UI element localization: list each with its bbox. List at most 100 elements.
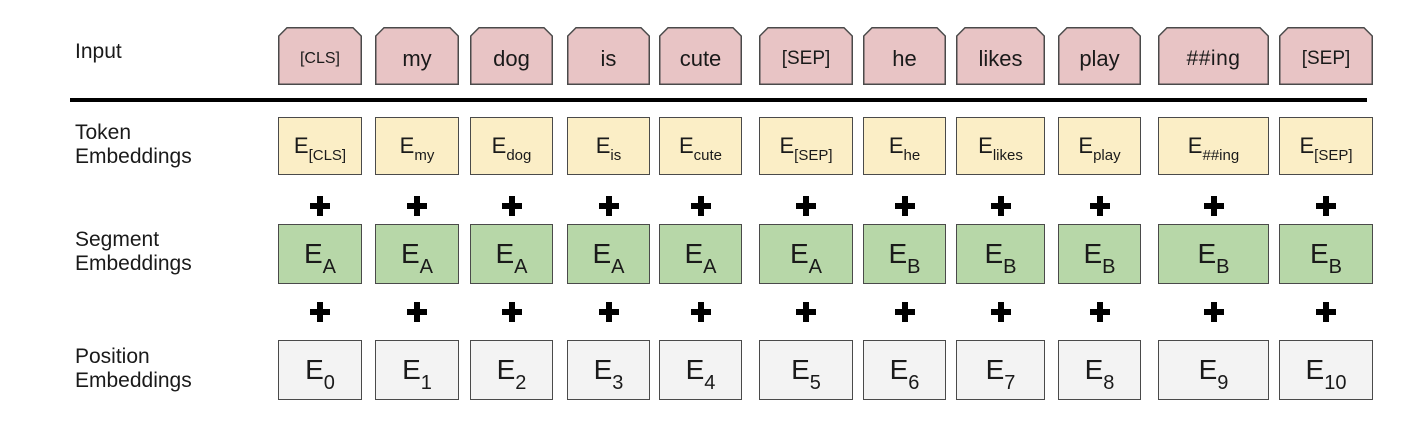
segment-embedding-box: EA bbox=[567, 224, 650, 284]
segment-embedding-label: EB bbox=[984, 238, 1016, 277]
token-embedding-base: E bbox=[888, 133, 904, 158]
input-token-shape bbox=[470, 27, 553, 85]
position-embedding-base: E bbox=[791, 354, 810, 385]
input-token-label: my bbox=[402, 46, 432, 71]
token-embedding-subscript: is bbox=[610, 147, 622, 164]
plus-icon bbox=[990, 302, 1011, 322]
plus-icon bbox=[894, 302, 915, 322]
segment-embedding-base: E bbox=[789, 238, 809, 269]
input-token-box: cute bbox=[659, 27, 742, 85]
position-embedding-label: E1 bbox=[402, 354, 432, 393]
token-embedding-box: Emy bbox=[375, 117, 459, 175]
input-divider-line bbox=[70, 98, 1367, 102]
segment-embedding-base: E bbox=[303, 238, 323, 269]
token-embedding-label: Eis bbox=[595, 133, 622, 163]
token-embedding-base: E bbox=[595, 133, 611, 158]
position-embedding-box: E3 bbox=[567, 340, 650, 400]
segment-embedding-label: EA bbox=[592, 238, 624, 277]
plus-icon bbox=[310, 302, 330, 322]
position-embedding-subscript: 3 bbox=[612, 372, 624, 394]
input-token-shape bbox=[375, 27, 459, 85]
token-embedding-base: E bbox=[678, 133, 694, 158]
input-token-shape bbox=[759, 27, 853, 85]
position-embedding-subscript: 1 bbox=[420, 372, 432, 394]
token-embedding-subscript: cute bbox=[693, 147, 723, 164]
plus-icon bbox=[1089, 196, 1110, 216]
position-embedding-base: E bbox=[985, 354, 1005, 385]
segment-embedding-label: EB bbox=[888, 238, 920, 277]
position-embedding-label: E7 bbox=[985, 354, 1016, 393]
input-token-label: [SEP] bbox=[1301, 48, 1351, 69]
input-token-label: [SEP] bbox=[781, 48, 831, 69]
input-row-label: Input bbox=[75, 40, 122, 63]
segment-embedding-label: EA bbox=[684, 238, 716, 277]
position-embedding-subscript: 0 bbox=[323, 372, 335, 394]
token-embedding-base: E bbox=[1187, 133, 1203, 158]
position-embedding-subscript: 5 bbox=[809, 372, 821, 394]
segment-embedding-box: EB bbox=[1058, 224, 1141, 284]
token-embedding-base: E bbox=[491, 133, 507, 158]
position-embedding-box: E6 bbox=[863, 340, 946, 400]
position-embedding-subscript: 7 bbox=[1004, 372, 1016, 394]
plus-icon bbox=[690, 196, 711, 216]
token-embedding-subscript: [SEP] bbox=[794, 147, 833, 164]
segment-embedding-subscript: A bbox=[322, 256, 337, 278]
input-token-shape bbox=[1279, 27, 1373, 85]
segment-embedding-label: EB bbox=[1083, 238, 1115, 277]
position-embedding-subscript: 4 bbox=[704, 372, 716, 394]
segment-embedding-base: E bbox=[495, 238, 515, 269]
segment-embedding-box: EA bbox=[470, 224, 553, 284]
plus-icon bbox=[407, 302, 427, 322]
position-embedding-label: E8 bbox=[1084, 354, 1115, 393]
segment-embeddings-label: Segment Embeddings bbox=[75, 228, 192, 275]
plus-icon bbox=[407, 196, 427, 216]
token-embedding-base: E bbox=[779, 133, 795, 158]
input-token-label: [CLS] bbox=[299, 50, 340, 67]
position-embedding-base: E bbox=[889, 354, 909, 385]
input-token-shape bbox=[659, 27, 742, 85]
position-embedding-base: E bbox=[1305, 354, 1325, 385]
token-embedding-label: E[CLS] bbox=[294, 133, 346, 163]
input-token-label: ##ing bbox=[1186, 47, 1241, 70]
input-token-shape bbox=[278, 27, 362, 85]
input-token-label: cute bbox=[679, 46, 722, 71]
input-token-label: likes bbox=[978, 46, 1023, 71]
plus-icon bbox=[1316, 302, 1336, 322]
segment-embedding-box: EA bbox=[759, 224, 853, 284]
position-embedding-box: E10 bbox=[1279, 340, 1373, 400]
position-embedding-label: E9 bbox=[1199, 354, 1229, 393]
token-embedding-label: Emy bbox=[399, 133, 435, 163]
segment-embedding-subscript: B bbox=[1216, 256, 1230, 278]
token-embedding-box: E[SEP] bbox=[759, 117, 853, 175]
token-embedding-base: E bbox=[399, 133, 415, 158]
input-token-label: is bbox=[600, 46, 617, 71]
position-embedding-subscript: 6 bbox=[908, 372, 920, 394]
input-token-shape bbox=[1058, 27, 1141, 85]
token-embedding-box: Elikes bbox=[956, 117, 1045, 175]
segment-embedding-base: E bbox=[984, 238, 1004, 269]
segment-embedding-subscript: A bbox=[808, 256, 823, 278]
position-embedding-label: E3 bbox=[593, 354, 624, 393]
position-embedding-label: E5 bbox=[791, 354, 821, 393]
input-token-box: ##ing bbox=[1158, 27, 1269, 85]
token-embedding-subscript: likes bbox=[992, 147, 1023, 164]
plus-icon bbox=[796, 196, 816, 216]
position-embedding-label: E2 bbox=[496, 354, 527, 393]
position-embedding-base: E bbox=[593, 354, 613, 385]
position-embedding-label: E4 bbox=[686, 354, 716, 393]
segment-embedding-subscript: A bbox=[611, 256, 625, 278]
position-embedding-box: E0 bbox=[278, 340, 362, 400]
token-embedding-subscript: my bbox=[414, 147, 435, 164]
position-embedding-base: E bbox=[1084, 354, 1104, 385]
segment-embedding-base: E bbox=[684, 238, 704, 269]
segment-embedding-box: EA bbox=[278, 224, 362, 284]
input-token-box: is bbox=[567, 27, 650, 85]
token-embedding-base: E bbox=[1078, 133, 1094, 158]
input-token-label: play bbox=[1079, 46, 1120, 71]
token-embedding-box: E[SEP] bbox=[1279, 117, 1373, 175]
position-embedding-base: E bbox=[496, 354, 516, 385]
plus-icon bbox=[501, 302, 522, 322]
input-token-box: [SEP] bbox=[759, 27, 853, 85]
token-embedding-subscript: ##ing bbox=[1202, 147, 1240, 164]
token-embedding-label: Ecute bbox=[678, 133, 722, 163]
